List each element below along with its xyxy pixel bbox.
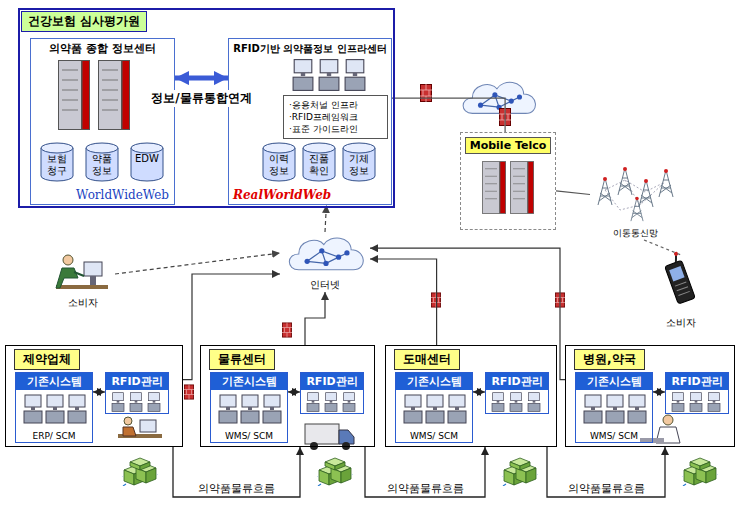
server-tower (99, 61, 130, 130)
server-icon (293, 60, 313, 91)
edge-label: 의약품물류흐름 (196, 481, 277, 496)
rfid-box-text: RFID관리 (106, 373, 168, 390)
connector (288, 391, 300, 392)
center-region-text: RealWorldWeb (233, 188, 331, 202)
site-box: 제약업체기존시스템 ERP/ SCM RFID관리 (5, 345, 183, 447)
site-box-text: 제약업체 (14, 349, 80, 370)
center-region: RFID기반 의약품정보 인프라센터RealWorldWeb·응용처널 인프라·… (228, 38, 392, 205)
rfid-box: RFID관리 (105, 372, 169, 414)
edge-label: 의약품물류흐름 (566, 481, 647, 496)
connector (93, 391, 105, 392)
edge-label: 의약품물류흐름 (385, 481, 466, 496)
rfid-box-text: RFID관리 (301, 373, 363, 390)
system-box-text: 기존시스템 (396, 373, 472, 390)
database-cylinder-text: 기체 정보 (344, 153, 374, 176)
worker-figure (118, 417, 162, 438)
system-box: 기존시스템 WMS/ SCM (210, 372, 288, 443)
server-icon (319, 60, 339, 91)
connector (325, 205, 326, 232)
center-region-text: 의약품 종합 정보센터 (49, 42, 155, 56)
connector (183, 274, 280, 380)
bullet-box: ·응용처널 인프라·RFID프레임워크·표준 가이드라인 (283, 95, 388, 139)
network-cloud (289, 238, 363, 270)
center-region: 의약품 종합 정보센터 WorldWideWeb 보험 청구 약품 정보 EDW (30, 38, 175, 205)
server-tower (59, 61, 90, 130)
connector (370, 259, 437, 345)
server-icon (345, 60, 365, 91)
database-cylinder: 이력 정보 (262, 142, 296, 182)
consumer: 소비자 (650, 255, 712, 330)
bullet-box-text: ·응용처널 인프라 (289, 99, 358, 111)
site-box: 병원,약국기존시스템 WMS/ SCM RFID관리 (565, 345, 735, 447)
consumer: 소비자 (50, 250, 115, 310)
consumer-figure (56, 255, 108, 289)
connector (547, 447, 665, 497)
connector (365, 447, 485, 497)
server-tower (510, 162, 533, 214)
server-tower (482, 162, 505, 214)
internet-cloud-text: 인터넷 (310, 278, 340, 292)
rfid-box-text: RFID관리 (486, 373, 548, 390)
organization-box-text: 건강보험 심사평가원 (21, 11, 147, 32)
database-cylinder: 약품 정보 (85, 142, 119, 182)
rfid-box: RFID관리 (300, 372, 364, 414)
doctor-figure (640, 415, 680, 443)
connector (392, 98, 505, 132)
rfid-box: RFID관리 (665, 372, 729, 414)
center-region-text: RFID기반 의약품정보 인프라센터 (233, 42, 387, 56)
connector (305, 292, 325, 345)
connector (173, 447, 300, 497)
system-box-text: WMS/ SCM (576, 431, 652, 441)
database-cylinder: 기체 정보 (342, 142, 376, 182)
connector (556, 191, 590, 195)
system-box: 기존시스템 WMS/ SCM (395, 372, 473, 443)
bullet-box-text: ·표준 가이드라인 (289, 123, 358, 135)
connector (473, 391, 485, 392)
rfid-box: RFID관리 (485, 372, 549, 414)
database-cylinder: 보험 청구 (40, 142, 74, 182)
database-cylinder-text: EDW (132, 153, 162, 165)
mobile-phone (661, 251, 695, 304)
connector (644, 240, 681, 255)
site-box-text: 병원,약국 (574, 349, 645, 370)
system-box-text: WMS/ SCM (211, 431, 287, 441)
tower-cluster (598, 167, 673, 221)
database-cylinder: EDW (130, 142, 164, 182)
database-cylinder-text: 이력 정보 (264, 153, 294, 176)
system-box-text: 기존시스템 (211, 373, 287, 390)
consumer-text: 소비자 (68, 296, 98, 310)
database-cylinder-text: 보험 청구 (42, 153, 72, 176)
site-box-text: 도매센터 (394, 349, 460, 370)
system-box-text: ERP/ SCM (16, 431, 92, 441)
telco-box-text: Mobile Telco (465, 137, 552, 154)
organization-box: 건강보험 심사평가원의약품 종합 정보센터 WorldWideWeb 보험 청구 약품… (18, 8, 395, 208)
system-box-text: 기존시스템 (576, 373, 652, 390)
connector (175, 76, 228, 81)
center-region-text: WorldWideWeb (76, 188, 169, 202)
system-box-text: 기존시스템 (16, 373, 92, 390)
database-cylinder: 진품 확인 (302, 142, 336, 182)
database-cylinder-text: 약품 정보 (87, 153, 117, 176)
system-box: 기존시스템 ERP/ SCM (15, 372, 93, 443)
edge-label: 정보/물류통합연계 (149, 90, 253, 107)
rfid-box-text: RFID관리 (666, 373, 728, 390)
mobile-network-text: 이동통신망 (613, 227, 658, 240)
site-box: 물류센터기존시스템 WMS/ SCM RFID관리 (200, 345, 375, 447)
bullet-box-text: ·RFID프레임워크 (289, 111, 358, 123)
mobile-network: 이동통신망 (590, 170, 680, 240)
connector (115, 253, 280, 274)
telco-box: Mobile Telco (460, 132, 556, 230)
connector (653, 391, 665, 392)
consumer-text: 소비자 (666, 316, 696, 330)
internet-cloud: 인터넷 (280, 232, 370, 292)
connector (370, 248, 565, 380)
database-cylinder-text: 진품 확인 (304, 153, 334, 176)
system-box-text: WMS/ SCM (396, 431, 472, 441)
site-box-text: 물류센터 (209, 349, 275, 370)
site-box: 도매센터기존시스템 WMS/ SCM RFID관리 (385, 345, 557, 447)
system-box: 기존시스템 WMS/ SCM (575, 372, 653, 443)
